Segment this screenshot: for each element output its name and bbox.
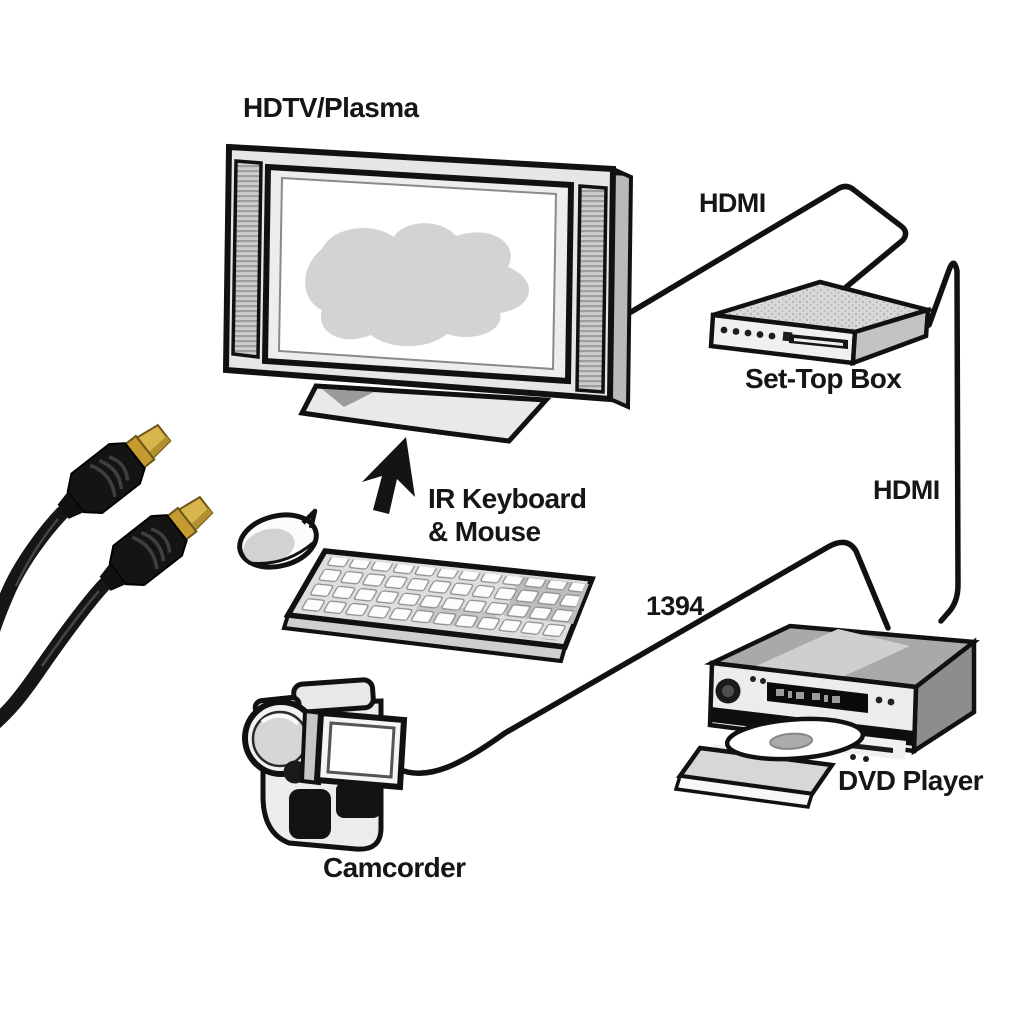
tv-right-speaker <box>575 184 608 394</box>
mouse-illustration <box>237 508 319 570</box>
camcorder-lcd-screen <box>326 721 396 779</box>
up-arrow-icon <box>362 437 415 514</box>
label-ir-keyboard-mouse: IR Keyboard & Mouse <box>428 482 587 548</box>
hdmi-connector-2 <box>99 495 214 591</box>
cable-line-hdmi-stb-to-dvd <box>926 260 961 624</box>
stb-right-face <box>850 306 931 367</box>
tv-screen-reflection <box>305 223 530 347</box>
dvd-display-digits <box>776 689 840 703</box>
set-top-box-illustration <box>708 279 937 367</box>
hdmi-cable-cord-1 <box>0 506 69 632</box>
dvd-small-buttons <box>750 676 895 706</box>
camcorder-lens-glint <box>260 713 300 726</box>
connection-lines <box>395 183 961 776</box>
dvd-panel-right-dot1 <box>850 754 856 760</box>
label-dvd-player: DVD Player <box>838 765 984 796</box>
label-ir-keyboard-line1: IR Keyboard <box>428 483 587 514</box>
dvd-panel-right-dot2 <box>863 756 869 762</box>
tv-illustration <box>222 143 634 444</box>
keyboard-keys <box>299 557 585 641</box>
mouse-base-line <box>248 541 315 565</box>
keyboard-illustration <box>281 548 596 664</box>
hdmi-cable-cord-2 <box>0 578 111 729</box>
camcorder-battery-door <box>289 789 331 839</box>
camcorder-illustration <box>242 677 408 852</box>
dvd-disc <box>724 716 866 762</box>
cable-line-hdmi-tv-to-stb <box>628 183 909 315</box>
tv-stand-shadow <box>322 389 374 407</box>
cable-line-1394-camcorder-to-dvd <box>395 539 891 776</box>
stb-slot-inner <box>794 338 843 346</box>
dvd-player-illustration <box>673 623 980 809</box>
label-camcorder: Camcorder <box>323 852 466 883</box>
tv-stand <box>298 383 552 444</box>
label-hdmi-tv-to-stb: HDMI <box>699 188 766 218</box>
hdmi-cable-photo <box>0 423 214 729</box>
hdmi-cable-cord-2-highlight <box>40 590 100 667</box>
label-set-top-box: Set-Top Box <box>745 363 902 394</box>
mouse-shading <box>243 528 295 564</box>
dvd-tray-lip <box>673 774 815 809</box>
label-1394: 1394 <box>646 591 704 621</box>
label-hdtv-plasma: HDTV/Plasma <box>243 92 419 123</box>
stb-front-buttons <box>720 326 793 342</box>
label-hdmi-stb-to-dvd: HDMI <box>873 475 940 505</box>
camcorder-lens-inner <box>251 710 309 768</box>
mouse-tail <box>301 508 318 529</box>
camcorder-tape-door <box>336 782 381 818</box>
tv-left-speaker <box>231 159 263 359</box>
hdmi-cable-cord-1-highlight <box>14 518 59 587</box>
dvd-panel-right-slot <box>850 743 893 753</box>
label-ir-keyboard-line2: & Mouse <box>428 516 541 547</box>
hdmi-connector-1 <box>57 423 172 519</box>
dvd-knob-center <box>722 685 734 697</box>
